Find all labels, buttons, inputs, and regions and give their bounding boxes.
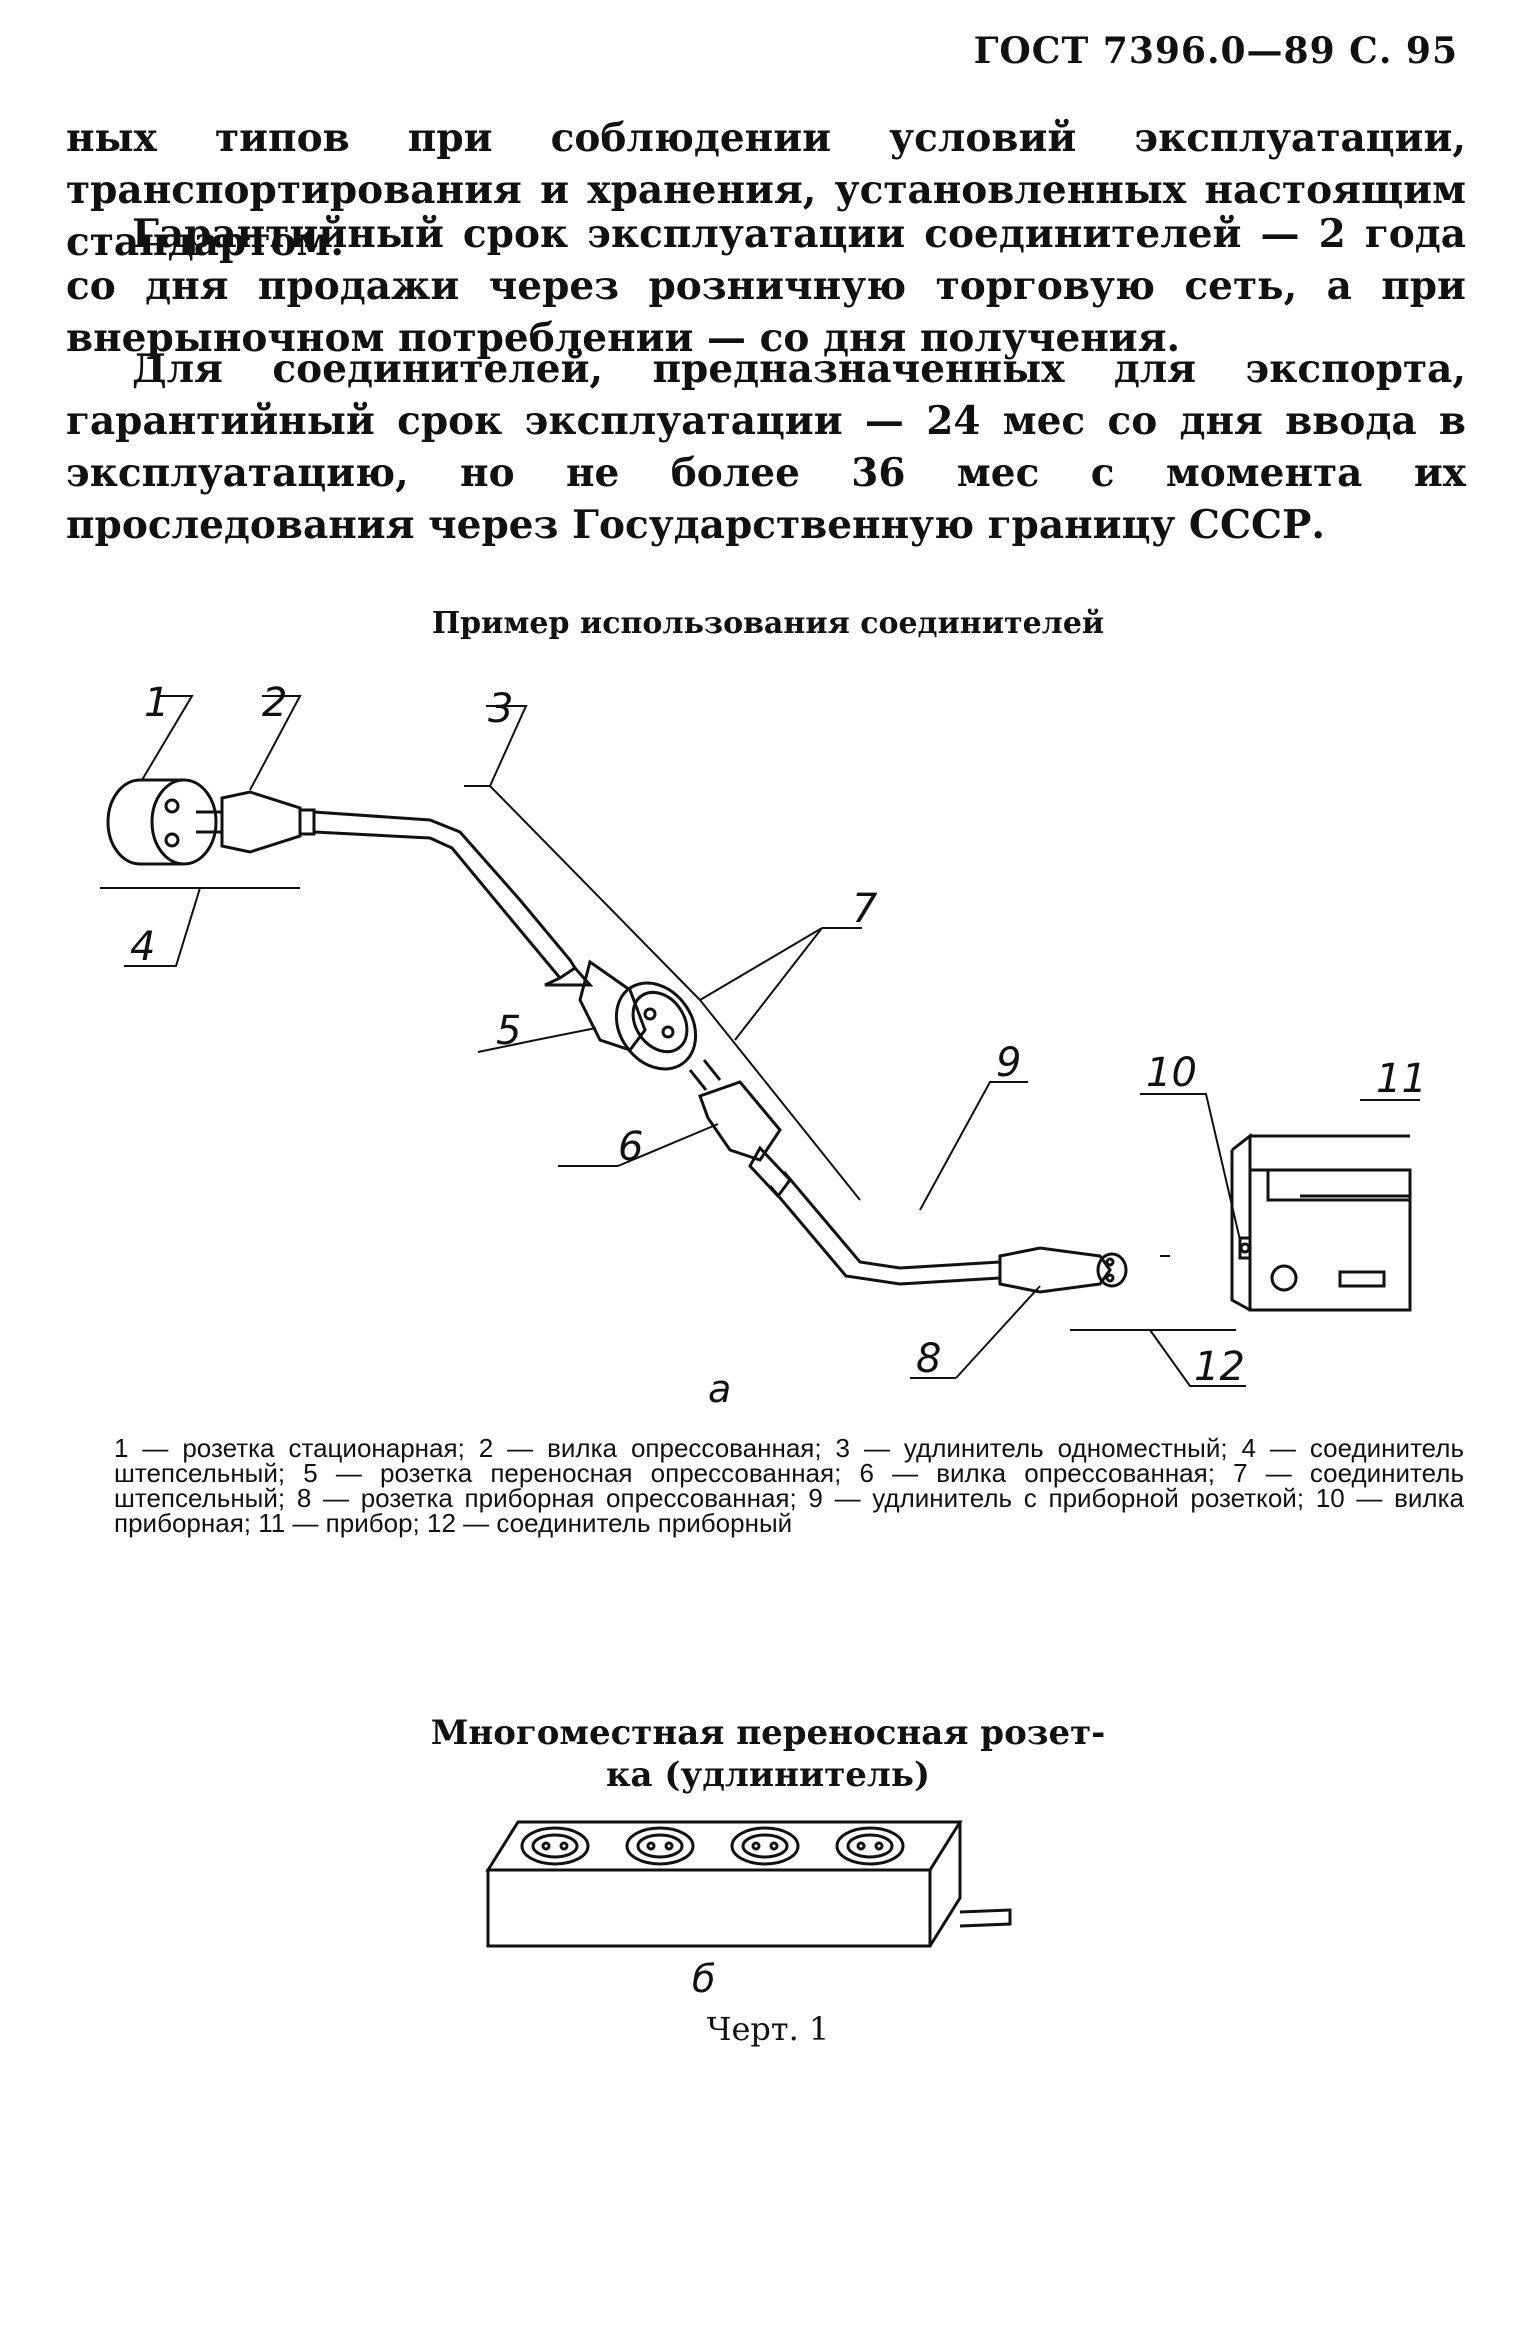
outlet-1 xyxy=(520,1826,590,1866)
figure-a-legend: 1 — розетка стационарная; 2 — вилка опре… xyxy=(114,1433,1464,1538)
figure-b-title-line1: Многоместная переносная розет- xyxy=(430,1713,1106,1753)
callout-1: 1 xyxy=(144,680,169,726)
paragraph-2: Гарантийный срок эксплуатации соединител… xyxy=(66,211,1466,361)
callout-9: 9 xyxy=(996,1040,1021,1086)
paragraph-1: ных типов при соблюдении условий эксплуа… xyxy=(66,115,1466,265)
figure-caption: Черт. 1 xyxy=(706,2010,830,2048)
callout-4: 4 xyxy=(130,924,155,970)
portable-socket-5 xyxy=(544,959,698,1071)
figure-b-title: Многоместная переносная розет- ка (удлин… xyxy=(0,1712,1536,1796)
callout-10: 10 xyxy=(1146,1050,1197,1096)
outlet-3 xyxy=(730,1826,800,1866)
callout-11: 11 xyxy=(1376,1056,1427,1102)
callout-12: 12 xyxy=(1194,1344,1245,1390)
figure-a-sublabel: а xyxy=(708,1367,731,1411)
legend-text: 1 — розетка стационарная; 2 — вилка опре… xyxy=(114,1433,1464,1538)
outlet-2 xyxy=(625,1826,695,1866)
figure-b-title-line2: ка (удлинитель) xyxy=(605,1755,931,1795)
callout-labels: 1 2 3 4 5 6 7 8 9 10 11 12 xyxy=(130,680,1427,1390)
cable-9-bottom xyxy=(768,1185,1001,1286)
callout-6: 6 xyxy=(618,1124,643,1170)
figure-a-title: Пример использования соединителей xyxy=(431,606,1105,641)
plug-6 xyxy=(688,1059,792,1199)
cable-3-bottom xyxy=(313,830,562,979)
appliance-socket-8 xyxy=(998,1246,1128,1294)
figure-b-sublabel: б xyxy=(692,1957,715,2001)
callout-2: 2 xyxy=(262,680,287,726)
outlet-4 xyxy=(835,1826,905,1866)
appliance-11 xyxy=(1230,1132,1412,1312)
page-header: ГОСТ 7396.0—89 С. 95 xyxy=(973,30,1458,72)
callout-8: 8 xyxy=(916,1336,941,1382)
cable-3-top xyxy=(313,810,577,969)
power-strip xyxy=(485,1820,1012,1948)
paragraph-3: Для соединителей, предназначенных для эк… xyxy=(66,346,1466,548)
callout-5: 5 xyxy=(496,1008,521,1054)
callout-3: 3 xyxy=(488,686,513,732)
plug-2 xyxy=(196,790,316,854)
stationary-socket xyxy=(106,778,218,866)
callout-7: 7 xyxy=(852,886,878,932)
cable-9-top xyxy=(782,1171,1001,1270)
